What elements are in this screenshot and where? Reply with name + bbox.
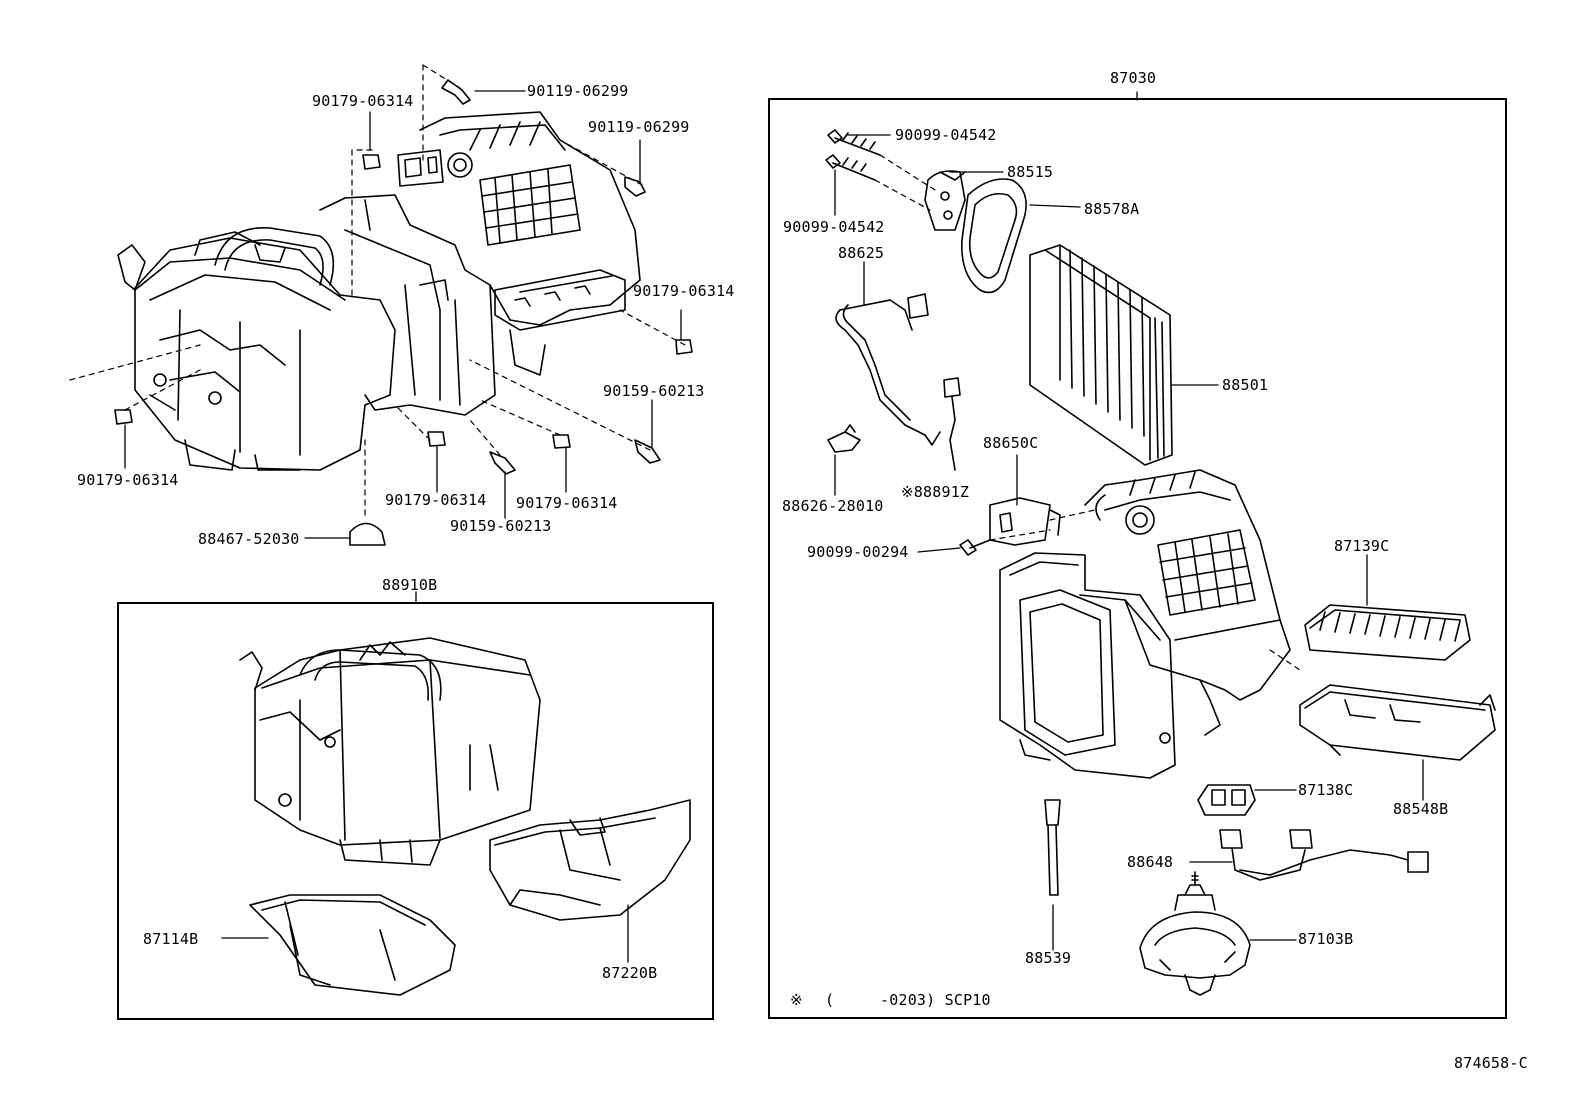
right-box-drawing	[825, 129, 1496, 996]
part-label: 87220B	[602, 964, 658, 982]
right-dashed-leaders	[874, 154, 1301, 671]
part-label: 90179-06314	[385, 491, 487, 509]
part-label: 87138C	[1298, 781, 1354, 799]
part-label: 88650C	[983, 434, 1039, 452]
part-label: 88548B	[1393, 800, 1449, 818]
sub-assembly-box-88910b	[117, 602, 714, 1020]
part-label: 88501	[1222, 376, 1269, 394]
part-label: 90179-06314	[633, 282, 735, 300]
part-label: 90099-04542	[783, 218, 885, 236]
part-label: 90179-06314	[77, 471, 179, 489]
part-label: 88578A	[1084, 200, 1140, 218]
part-label: 90159-60213	[450, 517, 552, 535]
part-label: 88467-52030	[198, 530, 300, 548]
part-label: 90159-60213	[603, 382, 705, 400]
box-title: 87030	[1110, 69, 1157, 87]
part-label: 88625	[838, 244, 885, 262]
part-label: 90179-06314	[312, 92, 414, 110]
note-open-paren: (	[825, 991, 835, 1009]
figure-number: 874658-C	[1454, 1054, 1528, 1072]
part-label: 90119-06299	[527, 82, 629, 100]
part-label: 88539	[1025, 949, 1072, 967]
note-text: -0203) SCP10	[880, 991, 991, 1009]
part-label: 90099-00294	[807, 543, 909, 561]
box-title: 88910B	[382, 576, 438, 594]
part-label: 87103B	[1298, 930, 1354, 948]
sub-assembly-box-87030	[768, 98, 1507, 1019]
part-label: 90099-04542	[895, 126, 997, 144]
left-fasteners	[114, 79, 693, 546]
sub-box-drawing	[239, 637, 691, 996]
part-label: 88626-28010	[782, 497, 884, 515]
part-label: 87114B	[143, 930, 199, 948]
part-label: 90179-06314	[516, 494, 618, 512]
note-mark: ※	[790, 991, 803, 1009]
sub-box-leader-lines	[221, 591, 629, 963]
part-label: 87139C	[1334, 537, 1390, 555]
part-label: 88648	[1127, 853, 1174, 871]
right-leader-lines	[834, 91, 1424, 951]
left-leader-lines	[124, 90, 682, 539]
part-label: 88515	[1007, 163, 1054, 181]
heater-unit-drawing	[117, 111, 641, 471]
part-label: ※88891Z	[901, 483, 970, 501]
part-label: 90119-06299	[588, 118, 690, 136]
